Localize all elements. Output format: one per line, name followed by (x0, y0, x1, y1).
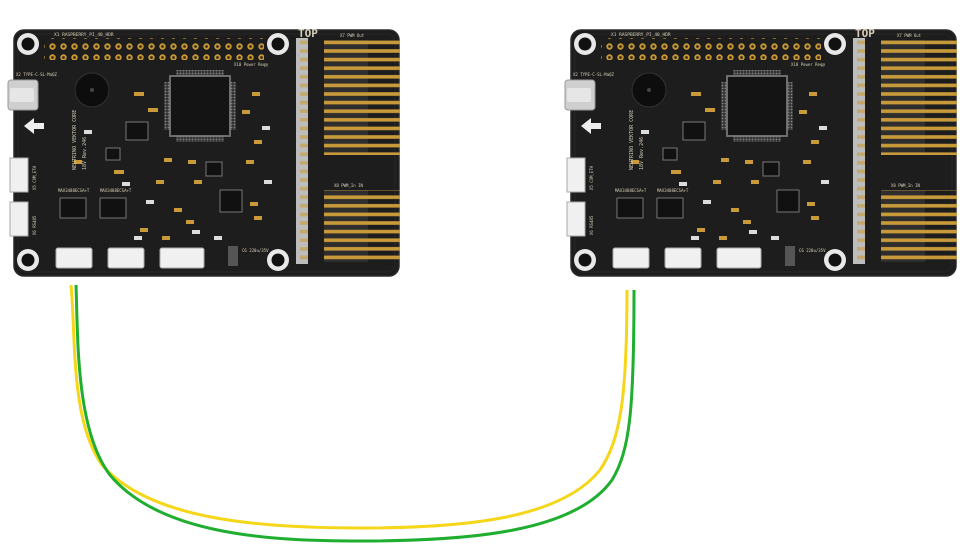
mounting-hole (824, 249, 846, 271)
jst-connector (566, 201, 586, 237)
pwm-out-label: X7 PWM Out (897, 33, 922, 38)
chip2-label: MAX3488ECSA+T (657, 188, 689, 193)
power-label: X10 Power Req@ (234, 62, 268, 67)
usb-label: X2 TYPE-C-SL-MaQZ (16, 72, 58, 77)
header-label: X1 RASPBERRY_PI_40_HDR (611, 32, 671, 38)
green-wire (74, 284, 636, 543)
ic-chip (656, 197, 684, 219)
bottom-connector (612, 247, 650, 269)
com-label: X5 COM_ETH (589, 165, 594, 190)
usb-label: X2 TYPE-C-SL-MaQZ (573, 72, 615, 77)
ic-chip (682, 121, 706, 141)
top-label: TOP (855, 27, 875, 40)
top-label: TOP (298, 27, 318, 40)
bottom-connector (716, 247, 762, 269)
mcu-chip (726, 75, 788, 137)
board-left: X1 RASPBERRY_PI_40_HDR TOP X7 PWM Out X8… (7, 27, 400, 277)
ic-chip (99, 197, 127, 219)
ppm-in-label: X8 PWM_In IN (891, 183, 920, 188)
gpio-header (601, 38, 821, 60)
ic-chip (616, 197, 644, 219)
bottom-connector (159, 247, 205, 269)
jst-connector (566, 157, 586, 193)
chip1-label: MAX3488ECSA+T (58, 188, 90, 193)
jst-connector (9, 157, 29, 193)
ic-chip (776, 189, 800, 213)
mounting-hole (17, 249, 39, 271)
bottom-connector (664, 247, 702, 269)
smd-resistors (84, 126, 272, 240)
rev-label: 18V Rev.246 (639, 137, 645, 170)
arrow-icon (581, 118, 601, 134)
rs485-label: X6 RS485 (589, 215, 594, 235)
ic-chip (125, 121, 149, 141)
mounting-hole (574, 249, 596, 271)
bottom-connector (55, 247, 93, 269)
ic-chip (59, 197, 87, 219)
mounting-hole (824, 33, 846, 55)
jst-connector (9, 201, 29, 237)
power-label: X10 Power Req@ (791, 62, 825, 67)
ic-chip (105, 147, 121, 161)
smd-resistors (641, 126, 829, 240)
bottom-connector (107, 247, 145, 269)
chip1-label: MAX3488ECSA+T (615, 188, 647, 193)
board-right: X1 RASPBERRY_PI_40_HDR TOP X7 PWM Out X8… (564, 27, 957, 277)
ic-chip (762, 161, 780, 177)
board-name-label: NEUTRINO VEKTOR CORE (72, 110, 78, 170)
chip2-label: MAX3488ECSA+T (100, 188, 132, 193)
arrow-icon (24, 118, 44, 134)
gpio-header (44, 38, 264, 60)
capacitor (785, 246, 795, 266)
mounting-hole (574, 33, 596, 55)
smd-components (631, 92, 819, 240)
ppm-in-label: X8 PWM_In IN (334, 183, 363, 188)
board-name-label: NEUTRINO VEKTOR CORE (629, 110, 635, 170)
mounting-hole (267, 33, 289, 55)
rev-label: 18V Rev.246 (82, 137, 88, 170)
capacitor (228, 246, 238, 266)
mounting-hole (17, 33, 39, 55)
mcu-chip (169, 75, 231, 137)
cap-label: C6 220u/35V (242, 248, 269, 253)
header-label: X1 RASPBERRY_PI_40_HDR (54, 32, 114, 38)
ic-chip (662, 147, 678, 161)
cap-label: C6 220u/35V (799, 248, 826, 253)
ic-chip (205, 161, 223, 177)
com-label: X5 COM_ETH (32, 165, 37, 190)
yellow-wire (69, 284, 629, 530)
smd-components (74, 92, 262, 240)
rs485-label: X6 RS485 (32, 215, 37, 235)
ic-chip (219, 189, 243, 213)
mounting-hole (267, 249, 289, 271)
pwm-out-label: X7 PWM Out (340, 33, 365, 38)
